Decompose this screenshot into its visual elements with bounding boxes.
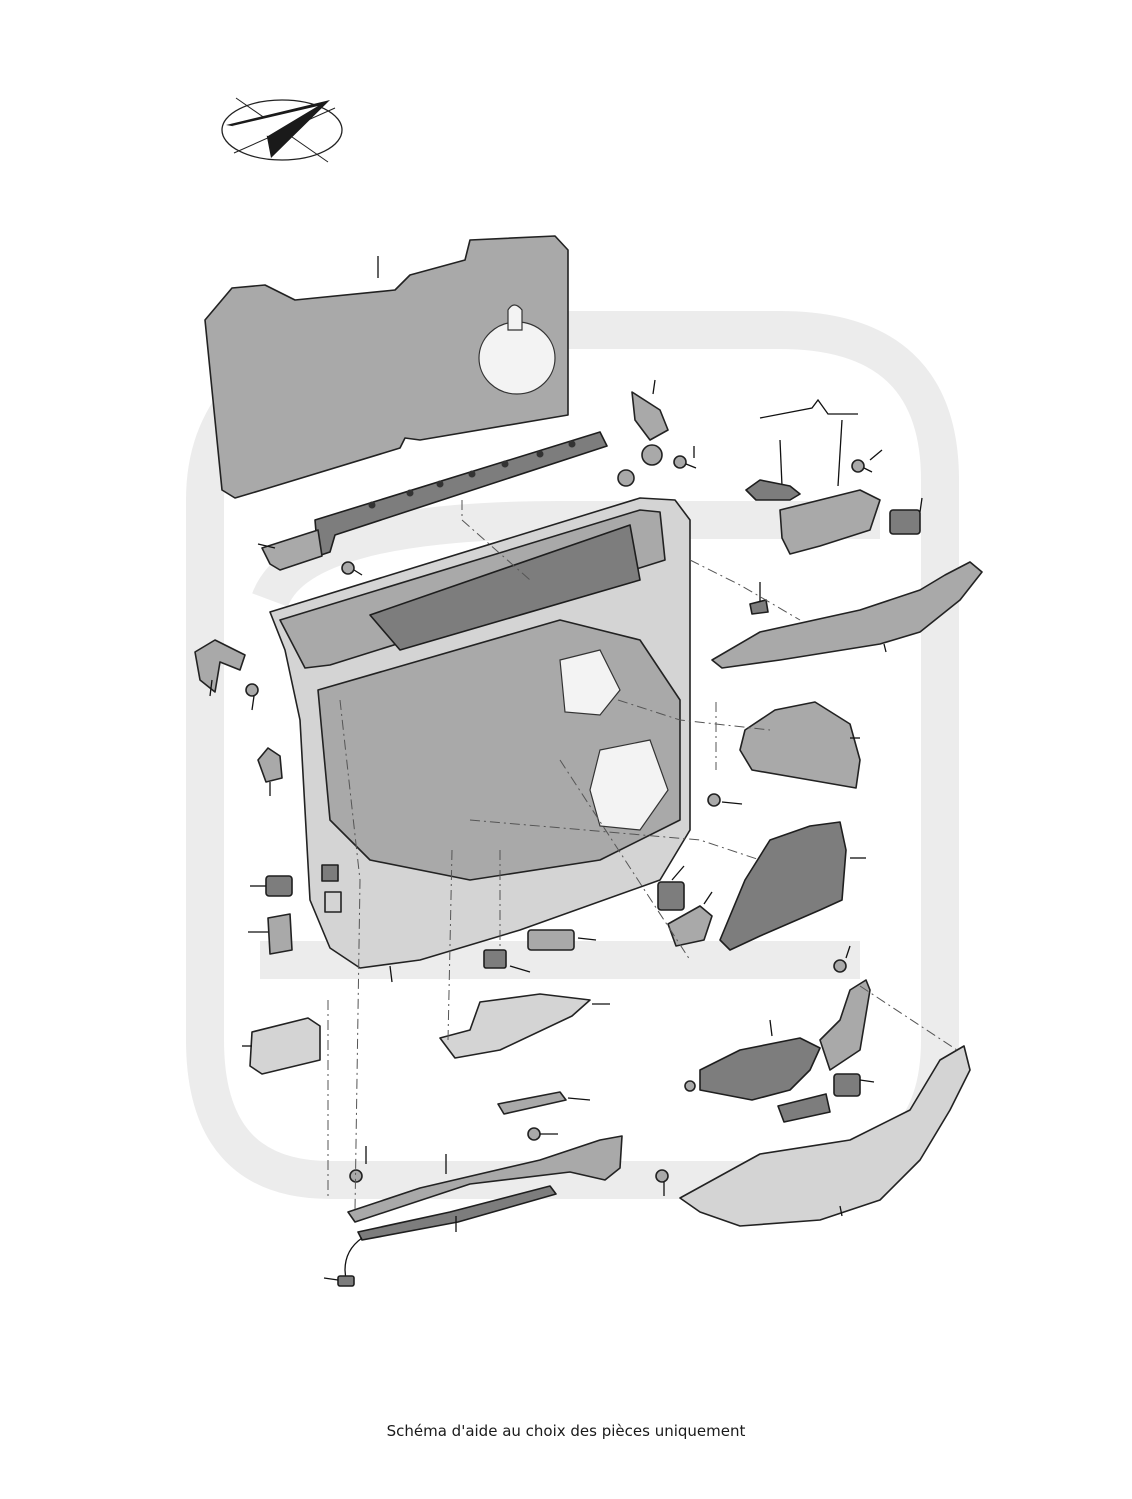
speaker-connector: [257, 747, 283, 796]
armrest-bracket: [684, 945, 871, 1101]
control-unit: [242, 1017, 321, 1075]
diagram-caption: Schéma d'aide au choix des pièces unique…: [386, 1422, 746, 1440]
armrest-insert: [439, 993, 610, 1059]
inner-handle-assembly: [745, 398, 923, 555]
armrest-cover: [655, 1045, 971, 1227]
upper-trim-rail: [711, 561, 983, 669]
mounting-bracket: [194, 639, 259, 711]
switch-block: [777, 1073, 875, 1123]
speaker-grille: [707, 701, 861, 807]
door-trim-panel: [269, 497, 691, 983]
window-switch: [657, 865, 713, 947]
exploded-parts-diagram: [186, 97, 983, 1287]
connector-block: [483, 929, 597, 973]
reinforcement-strip: [257, 431, 608, 571]
lower-trim-strip: [323, 1135, 623, 1287]
assembly-guide-lines: [327, 500, 961, 1211]
speaker-grille: [719, 821, 866, 951]
orientation-arrow-icon: [221, 97, 343, 163]
tweeter-bracket: [631, 379, 669, 466]
handle-trim: [497, 1091, 591, 1141]
switch-module: [248, 875, 293, 955]
insulation-panel: [204, 235, 569, 499]
screw: [341, 446, 883, 576]
